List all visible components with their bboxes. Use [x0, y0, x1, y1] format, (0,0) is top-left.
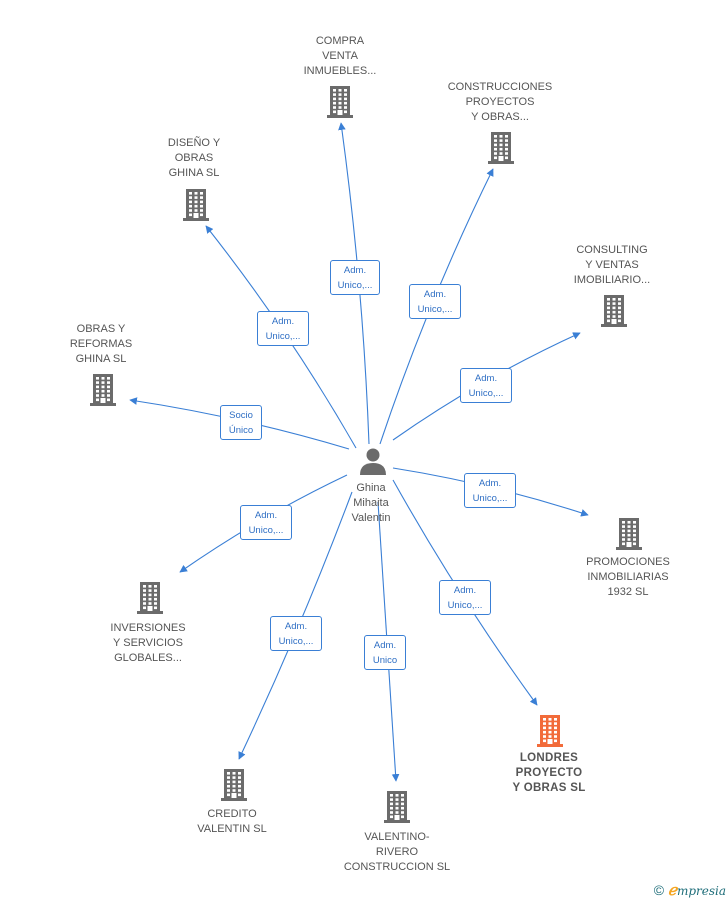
role-label[interactable]: Adm. Unico,... [240, 505, 292, 540]
role-label[interactable]: Adm. Unico,... [439, 580, 491, 615]
company-name[interactable]: DISEÑO Y OBRAS GHINA SL [167, 137, 221, 179]
building-icon[interactable] [488, 132, 514, 164]
company-name[interactable]: INVERSIONES Y SERVICIOS GLOBALES... [110, 622, 186, 664]
building-icon[interactable] [616, 518, 642, 550]
company-name[interactable]: PROMOCIONES INMOBILIARIAS 1932 SL [586, 556, 670, 598]
role-label[interactable]: Adm. Unico,... [409, 284, 461, 319]
building-icon[interactable] [137, 582, 163, 614]
company-name[interactable]: COMPRA VENTA INMUEBLES... [303, 35, 377, 77]
company-name[interactable]: VALENTINO- RIVERO CONSTRUCCION SL [343, 831, 451, 873]
company-name[interactable]: LONDRES PROYECTO Y OBRAS SL [512, 752, 586, 794]
person-icon[interactable] [360, 448, 386, 476]
building-icon[interactable] [601, 295, 627, 327]
copyright-symbol: © [653, 882, 665, 898]
role-label[interactable]: Adm. Unico [364, 635, 406, 670]
company-name[interactable]: CONSULTING Y VENTAS IMOBILIARIO... [573, 244, 651, 286]
building-icon[interactable] [183, 189, 209, 221]
building-icon[interactable] [221, 769, 247, 801]
brand-logo: ℯmpresia [668, 881, 726, 899]
footer-brand: © ℯmpresia [654, 881, 726, 899]
company-name[interactable]: CREDITO VALENTIN SL [197, 808, 267, 835]
company-name[interactable]: OBRAS Y REFORMAS GHINA SL [69, 323, 133, 365]
role-label[interactable]: Adm. Unico,... [257, 311, 309, 346]
building-icon[interactable] [90, 374, 116, 406]
company-name[interactable]: CONSTRUCCIONES PROYECTOS Y OBRAS... [447, 81, 553, 123]
role-label[interactable]: Socio Único [220, 405, 262, 440]
person-name[interactable]: Ghina Mihaita Valentin [351, 482, 391, 524]
role-label[interactable]: Adm. Unico,... [460, 368, 512, 403]
building-icon[interactable] [537, 715, 563, 747]
role-label[interactable]: Adm. Unico,... [270, 616, 322, 651]
building-icon[interactable] [327, 86, 353, 118]
building-icon[interactable] [384, 791, 410, 823]
role-label[interactable]: Adm. Unico,... [464, 473, 516, 508]
role-label[interactable]: Adm. Unico,... [330, 260, 380, 295]
